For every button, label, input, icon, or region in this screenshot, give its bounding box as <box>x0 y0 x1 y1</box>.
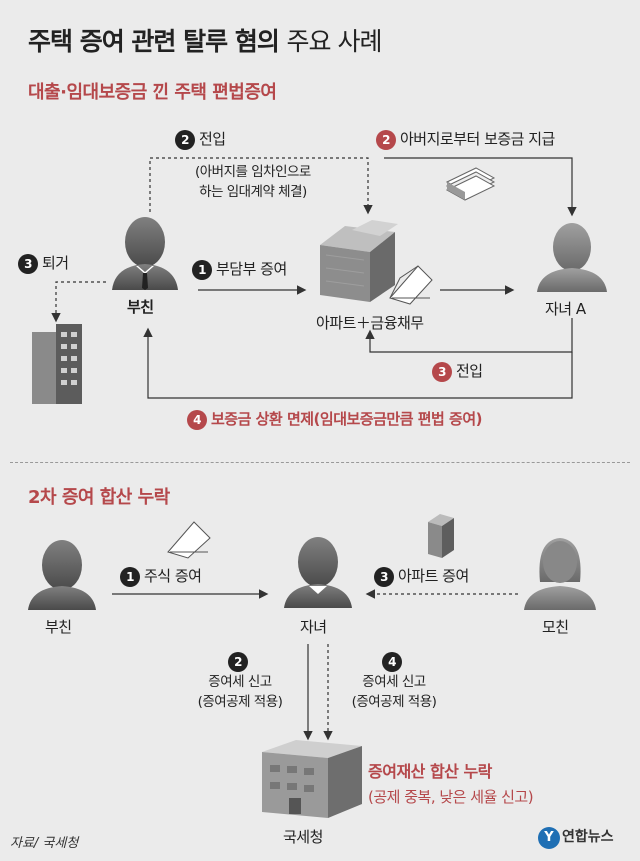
apartment-label: 아파트＋금융채무 <box>316 314 424 332</box>
section1-heading: 대출·임대보증금 낀 주택 편법증여 <box>28 82 277 103</box>
omission-note: 증여재산 합산 누락 (공제 중복, 낮은 세율 신고) <box>368 762 534 806</box>
page-title: 주택 증여 관련 탈루 혐의 주요 사례 <box>28 22 382 58</box>
title-light: 주요 사례 <box>286 27 383 56</box>
mother-person-icon <box>524 538 596 610</box>
child2-label: 자녀 <box>300 618 327 636</box>
move-in-arrow-2 <box>149 157 373 215</box>
small-apartment-icon <box>428 514 454 558</box>
father-label: 부친 <box>127 298 154 316</box>
section-divider <box>10 462 630 463</box>
exemption-arrow-4 <box>143 327 573 399</box>
step2-report-label: 2 증여세 신고 (증여공제 적용) <box>180 652 300 712</box>
yonhap-logo-icon: Y <box>538 827 560 849</box>
child-a-person-icon <box>537 223 607 292</box>
stock-document-icon <box>167 521 211 559</box>
office-building-icon <box>32 324 82 404</box>
retreat-arrow-3 <box>51 281 106 323</box>
tax-office-building-icon <box>262 740 362 818</box>
father-person-icon <box>112 217 178 290</box>
step4-report-label: 4 증여세 신고 (증여공제 적용) <box>334 652 454 712</box>
child-move-arrow-3 <box>365 318 573 353</box>
apartment-building-icon <box>320 220 398 302</box>
deposit-arrow-2 <box>384 157 577 217</box>
father2-person-icon <box>28 540 96 610</box>
tax-office-label: 국세청 <box>283 828 323 846</box>
father2-label: 부친 <box>45 618 72 636</box>
section2-heading: 2차 증여 합산 누락 <box>28 487 170 508</box>
child2-person-icon <box>284 537 352 608</box>
title-bold: 주택 증여 관련 탈루 혐의 <box>28 27 280 56</box>
child-a-label: 자녀 A <box>545 300 586 318</box>
mother-label: 모친 <box>542 618 569 636</box>
money-stack-icon <box>445 167 496 201</box>
debt-document-icon <box>389 265 433 305</box>
source-note: 자료/ 국세청 <box>10 836 79 851</box>
